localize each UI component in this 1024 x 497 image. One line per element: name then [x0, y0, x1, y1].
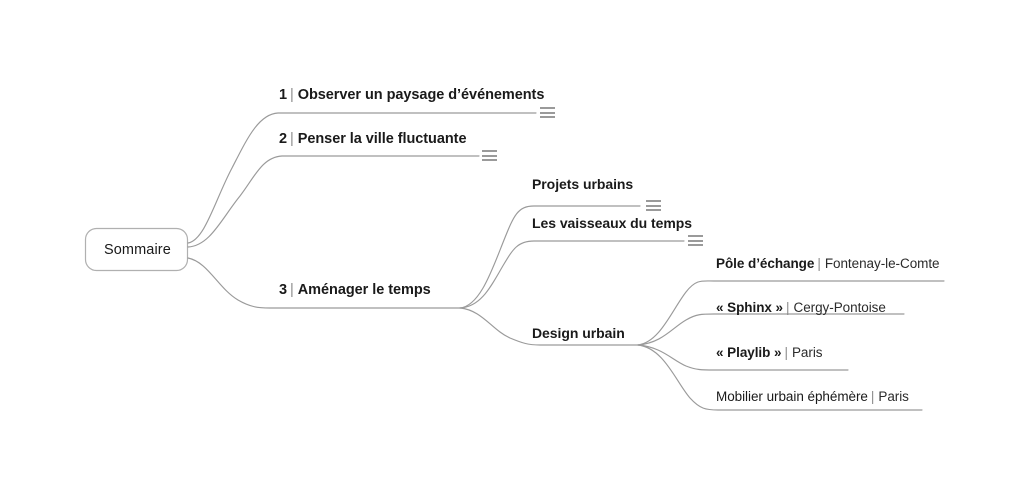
node-level1-amenager-number: 3	[279, 282, 288, 298]
node-level2-design-urbain[interactable]: Design urbain	[532, 325, 625, 341]
connector-design-to-pole-dechange	[637, 280, 945, 346]
node-level3-playlib-name: « Playlib »	[716, 345, 782, 360]
connector-root-to-branch-3	[187, 257, 461, 309]
node-level3-playlib[interactable]: « Playlib »|Paris	[716, 345, 823, 360]
connector-root-to-branch-1	[187, 112, 537, 244]
node-level3-playlib-place: Paris	[791, 345, 823, 360]
node-level3-pole-dechange[interactable]: Pôle d’échange|Fontenay-le-Comte	[716, 257, 940, 271]
node-level3-mobilier-urbain-place: Paris	[878, 389, 909, 404]
node-level1-amenager-label: Aménager le temps	[297, 282, 431, 298]
node-level3-sphinx[interactable]: « Sphinx »|Cergy-Pontoise	[716, 301, 886, 315]
node-level1-observer-number: 1	[279, 87, 288, 103]
separator-icon: |	[786, 300, 790, 315]
node-level1-amenager[interactable]: 3|Aménager le temps	[279, 283, 431, 298]
note-lines-icon[interactable]	[646, 200, 661, 211]
note-lines-icon[interactable]	[540, 107, 555, 118]
node-level2-projets-urbains[interactable]: Projets urbains	[532, 176, 634, 192]
connector-design-to-sphinx	[637, 313, 905, 346]
separator-icon: |	[784, 345, 789, 360]
separator-icon: |	[290, 87, 294, 103]
connector-design-to-mobilier-urbain	[637, 344, 923, 411]
separator-icon: |	[290, 131, 294, 147]
node-level1-penser-number: 2	[279, 131, 288, 147]
node-level1-observer-label: Observer un paysage d’événements	[297, 87, 545, 103]
connector-branch3-to-projets-urbains	[459, 205, 641, 309]
root-node-label[interactable]: Sommaire	[104, 242, 171, 258]
node-level1-observer[interactable]: 1|Observer un paysage d’événements	[279, 88, 544, 103]
connector-branch3-to-design-urbain	[459, 307, 639, 346]
separator-icon: |	[870, 389, 875, 404]
note-lines-icon[interactable]	[688, 235, 703, 246]
node-level3-pole-dechange-place: Fontenay-le-Comte	[824, 256, 940, 271]
node-level3-pole-dechange-name: Pôle d’échange	[716, 256, 815, 271]
separator-icon: |	[290, 282, 294, 298]
root-node-box[interactable]	[84, 227, 189, 272]
node-level3-sphinx-name: « Sphinx »	[716, 300, 784, 315]
node-level1-penser[interactable]: 2|Penser la ville fluctuante	[279, 131, 467, 147]
connector-root-to-branch-2	[187, 155, 480, 248]
node-level2-vaisseaux-du-temps[interactable]: Les vaisseaux du temps	[532, 215, 692, 231]
connector-branch3-to-vaisseaux	[459, 240, 685, 309]
connector-design-to-playlib	[637, 344, 849, 371]
node-level3-mobilier-urbain[interactable]: Mobilier urbain éphémère|Paris	[716, 390, 909, 404]
separator-icon: |	[817, 256, 821, 271]
node-level3-sphinx-place: Cergy-Pontoise	[793, 300, 886, 315]
node-level1-penser-label: Penser la ville fluctuante	[297, 131, 467, 147]
note-lines-icon[interactable]	[482, 150, 497, 161]
node-level3-mobilier-urbain-name: Mobilier urbain éphémère	[716, 389, 868, 404]
